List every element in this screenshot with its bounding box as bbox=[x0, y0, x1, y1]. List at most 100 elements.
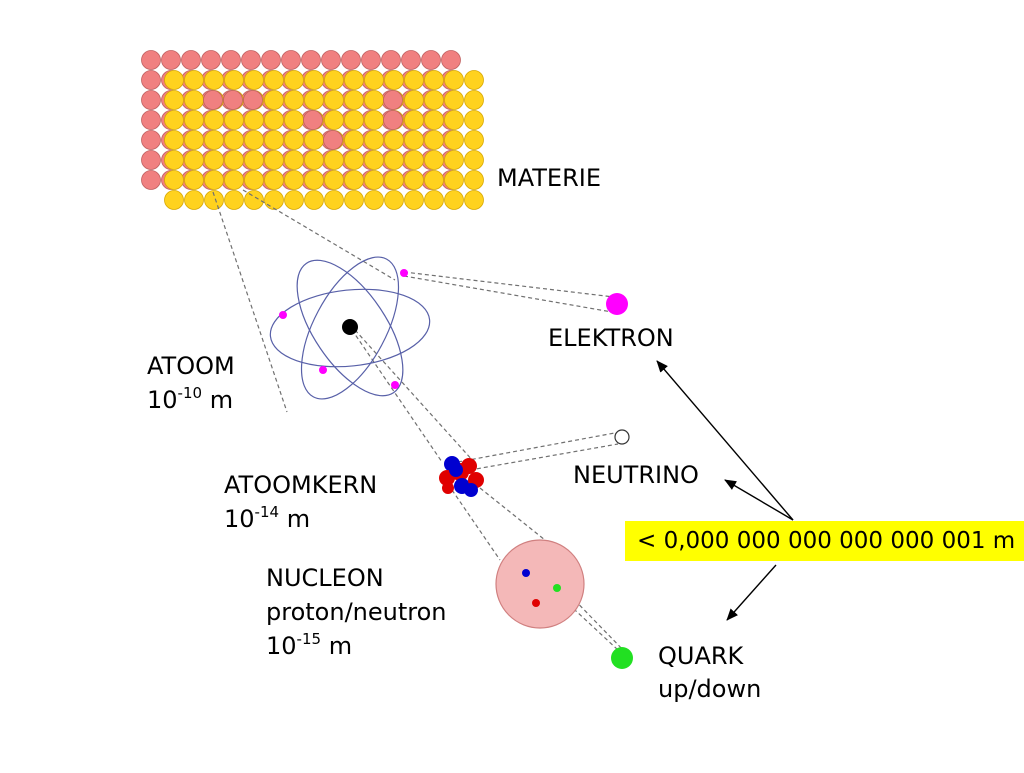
label-nucleon-sub: proton/neutron bbox=[266, 598, 447, 626]
lattice-atom bbox=[224, 190, 244, 210]
label-nucleon-scale: 10-15 m bbox=[266, 630, 353, 661]
lattice-atom bbox=[204, 170, 224, 190]
lattice-atom bbox=[244, 150, 264, 170]
lattice-atom bbox=[444, 70, 464, 90]
lattice-atom bbox=[341, 50, 361, 70]
lattice-atom bbox=[444, 110, 464, 130]
lattice-atom bbox=[324, 170, 344, 190]
size-arrows bbox=[656, 360, 794, 621]
crystal-lattice-icon bbox=[141, 50, 484, 210]
lattice-atom bbox=[184, 110, 204, 130]
lattice-atom bbox=[281, 50, 301, 70]
lattice-atom bbox=[304, 70, 324, 90]
lattice-atom bbox=[284, 130, 304, 150]
lattice-atom bbox=[424, 170, 444, 190]
lattice-atom bbox=[224, 150, 244, 170]
lattice-atom bbox=[141, 130, 161, 150]
lattice-atom bbox=[284, 70, 304, 90]
lattice-atom bbox=[364, 70, 384, 90]
lattice-atom bbox=[384, 130, 404, 150]
lattice-atom bbox=[444, 170, 464, 190]
lattice-atom bbox=[404, 190, 424, 210]
lattice-atom bbox=[364, 190, 384, 210]
lattice-atom bbox=[264, 110, 284, 130]
lattice-atom bbox=[404, 90, 424, 110]
lattice-atom bbox=[304, 190, 324, 210]
lattice-atom bbox=[404, 70, 424, 90]
lattice-atom bbox=[141, 170, 161, 190]
lattice-atom bbox=[344, 130, 364, 150]
lattice-atom bbox=[284, 170, 304, 190]
lattice-atom bbox=[141, 50, 161, 70]
label-nucleon: NUCLEON bbox=[266, 564, 384, 592]
lattice-atom bbox=[284, 150, 304, 170]
lattice-atom bbox=[184, 170, 204, 190]
lattice-atom bbox=[404, 170, 424, 190]
lattice-atom bbox=[304, 150, 324, 170]
lattice-atom bbox=[444, 90, 464, 110]
lattice-atom bbox=[141, 90, 161, 110]
lattice-atom bbox=[224, 70, 244, 90]
lattice-atom bbox=[164, 110, 184, 130]
lattice-atom bbox=[203, 90, 223, 110]
lattice-atom bbox=[364, 90, 384, 110]
lattice-atom bbox=[304, 90, 324, 110]
lattice-atom bbox=[344, 110, 364, 130]
label-atoom-scale: 10-10 m bbox=[147, 384, 234, 415]
lattice-atom bbox=[164, 150, 184, 170]
label-atoomkern: ATOOMKERN bbox=[224, 471, 378, 499]
lattice-atom bbox=[264, 70, 284, 90]
lattice-atom bbox=[404, 110, 424, 130]
lattice-atom bbox=[161, 50, 181, 70]
lattice-atom bbox=[344, 190, 364, 210]
lattice-atom bbox=[384, 190, 404, 210]
lattice-atom bbox=[444, 130, 464, 150]
lattice-atom bbox=[464, 170, 484, 190]
lattice-atom bbox=[164, 90, 184, 110]
lattice-atom bbox=[324, 110, 344, 130]
lattice-atom bbox=[401, 50, 421, 70]
lattice-atom bbox=[264, 170, 284, 190]
lattice-atom bbox=[224, 170, 244, 190]
lattice-atom bbox=[404, 130, 424, 150]
lattice-atom bbox=[184, 190, 204, 210]
lattice-atom bbox=[381, 50, 401, 70]
lattice-atom bbox=[441, 50, 461, 70]
lattice-atom bbox=[424, 130, 444, 150]
lattice-atom bbox=[204, 110, 224, 130]
lattice-atom bbox=[224, 130, 244, 150]
lattice-atom bbox=[264, 90, 284, 110]
lattice-atom bbox=[344, 90, 364, 110]
lattice-atom bbox=[204, 130, 224, 150]
lattice-atom bbox=[424, 190, 444, 210]
size-highlight-box: < 0,000 000 000 000 000 001 m bbox=[625, 521, 1024, 561]
lattice-atom bbox=[223, 90, 243, 110]
lattice-atom bbox=[244, 190, 264, 210]
label-materie: MATERIE bbox=[497, 164, 602, 192]
lattice-atom bbox=[324, 190, 344, 210]
lattice-atom bbox=[264, 190, 284, 210]
lattice-atom bbox=[264, 150, 284, 170]
lattice-atom bbox=[261, 50, 281, 70]
lattice-atom bbox=[421, 50, 441, 70]
lattice-atom bbox=[344, 70, 364, 90]
lattice-atom bbox=[244, 110, 264, 130]
atom-model-icon bbox=[269, 256, 431, 400]
lattice-atom bbox=[464, 110, 484, 130]
lattice-atom bbox=[243, 90, 263, 110]
lattice-atom bbox=[464, 150, 484, 170]
lattice-atom bbox=[244, 70, 264, 90]
lattice-atom bbox=[224, 110, 244, 130]
lattice-atom bbox=[164, 190, 184, 210]
lattice-atom bbox=[284, 190, 304, 210]
lattice-atom bbox=[364, 110, 384, 130]
lattice-atom bbox=[184, 90, 204, 110]
lattice-atom bbox=[141, 110, 161, 130]
lattice-atom bbox=[201, 50, 221, 70]
electron-dot-icon bbox=[606, 293, 628, 315]
lattice-atom bbox=[364, 170, 384, 190]
lattice-atom bbox=[304, 170, 324, 190]
label-neutrino: NEUTRINO bbox=[573, 461, 699, 489]
